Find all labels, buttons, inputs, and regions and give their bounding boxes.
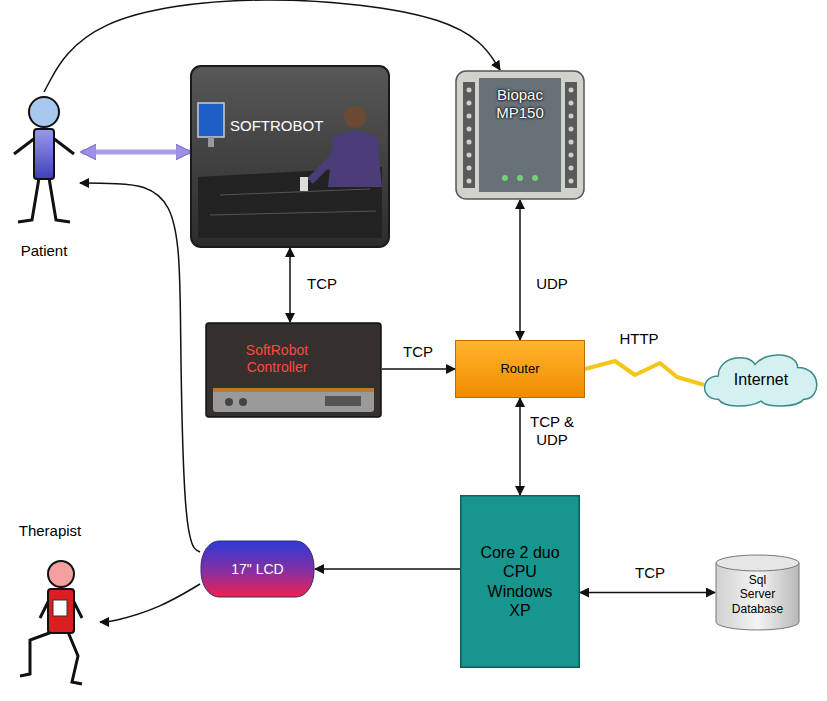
- edge-label: HTTP: [614, 330, 664, 348]
- connector: [82, 150, 190, 155]
- edge-label: TCP: [628, 564, 672, 582]
- photo-box: Biopac MP150: [455, 70, 585, 200]
- node-label: Internet: [734, 370, 788, 389]
- connector: [585, 361, 704, 385]
- router-box: Router: [455, 340, 585, 398]
- photo-box: SOFTROBOT: [190, 65, 390, 248]
- photo-box-shape: [190, 65, 390, 248]
- connector: [382, 368, 455, 370]
- node-label: Sql Server Database: [731, 573, 785, 616]
- database-cylinder: Sql Server Database: [715, 555, 800, 630]
- therapist-figure: Therapist: [0, 522, 100, 700]
- process-box: Core 2 duo CPU Windows XP: [460, 495, 580, 668]
- connector: [519, 398, 521, 495]
- node-label: Patient: [21, 242, 68, 260]
- connector: [580, 592, 715, 594]
- edge-label: TCP: [302, 275, 342, 293]
- patient-figure-shape: [8, 92, 80, 264]
- edge-label: UDP: [532, 275, 572, 293]
- patient-figure: Patient: [8, 92, 80, 264]
- node-label: Therapist: [19, 522, 82, 540]
- photo-box: SoftRobot Controller: [205, 322, 382, 418]
- node-label: Router: [500, 361, 539, 377]
- edge-label: TCP & UDP: [530, 413, 574, 449]
- cloud-node: Internet: [700, 350, 822, 408]
- node-label: SOFTROBOT: [230, 117, 323, 135]
- process-box-shape: [460, 495, 580, 668]
- node-label: Biopac MP150: [485, 86, 555, 122]
- connector: [100, 584, 200, 622]
- node-label: 17" LCD: [231, 561, 283, 578]
- therapist-figure-shape: [0, 522, 100, 700]
- display-box: 17" LCD: [200, 540, 315, 598]
- edge-label: TCP: [396, 343, 440, 361]
- node-label: SoftRobot Controller: [227, 342, 327, 376]
- connector: [289, 248, 291, 322]
- node-label: Core 2 duo CPU Windows XP: [476, 543, 564, 620]
- connector: [519, 200, 521, 340]
- connector: [80, 183, 200, 552]
- connector: [315, 568, 460, 570]
